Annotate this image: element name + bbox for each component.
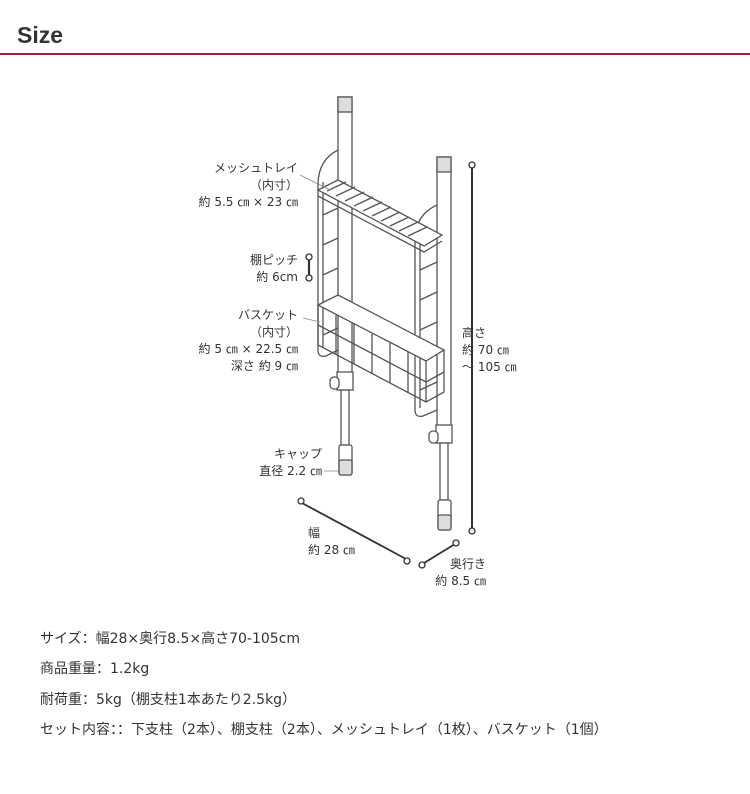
basket-label: バスケット （内寸） 約 5 ㎝ × 22.5 ㎝ 深さ 約 9 ㎝ [199,307,298,375]
width-label: 幅 約 28 ㎝ [308,525,355,559]
leader-basket [302,317,321,323]
frame [317,149,438,418]
shelf-pitch-name: 棚ピッチ [249,253,298,267]
basket-note: （内寸） [249,325,298,339]
basket [316,294,446,403]
height-label: 高さ 約 70 ㎝ ～ 105 ㎝ [462,325,517,376]
basket-depth: 深さ 約 9 ㎝ [230,359,298,373]
leader-mesh-tray [299,174,331,191]
left-pole [329,96,354,476]
cap-label: キャップ 直径 2.2 ㎝ [259,446,322,480]
width-size: 約 28 ㎝ [308,543,355,557]
height-min: 約 70 ㎝ [462,343,509,357]
mesh-tray-note: （内寸） [249,178,298,192]
shelf-pitch-label: 棚ピッチ 約 6cm [250,252,298,286]
title-divider [0,53,750,55]
width-name: 幅 [308,526,321,540]
cap-size: 直径 2.2 ㎝ [259,464,322,478]
height-max: ～ 105 ㎝ [462,360,517,374]
mesh-tray-size: 約 5.5 ㎝ × 23 ㎝ [198,195,298,209]
basket-size: 約 5 ㎝ × 22.5 ㎝ [198,342,298,356]
product-diagram [297,96,476,569]
height-name: 高さ [462,326,487,340]
spec-size: サイズ：幅28×奥行8.5×高さ70-105cm [40,631,301,647]
shelf-pitch-size: 約 6cm [256,270,298,284]
basket-name: バスケット [237,308,298,322]
depth-size: 約 8.5 ㎝ [435,574,486,588]
depth-label: 奥行き 約 8.5 ㎝ [435,556,486,590]
mesh-tray [316,179,444,253]
spec-load: 耐荷重：5kg（棚支柱1本あたり2.5kg） [40,692,297,708]
spec-contents: セット内容：：下支柱（2本）、棚支柱（2本）、メッシュトレイ（1枚）、バスケット… [40,722,608,738]
mesh-tray-label: メッシュトレイ （内寸） 約 5.5 ㎝ × 23 ㎝ [199,160,298,211]
dimension-lines [297,161,476,569]
section-title: Size [17,22,64,48]
spec-weight: 商品重量：1.2kg [40,661,150,677]
depth-name: 奥行き [449,557,486,571]
cap-name: キャップ [273,447,322,461]
mesh-tray-name: メッシュトレイ [213,161,298,175]
